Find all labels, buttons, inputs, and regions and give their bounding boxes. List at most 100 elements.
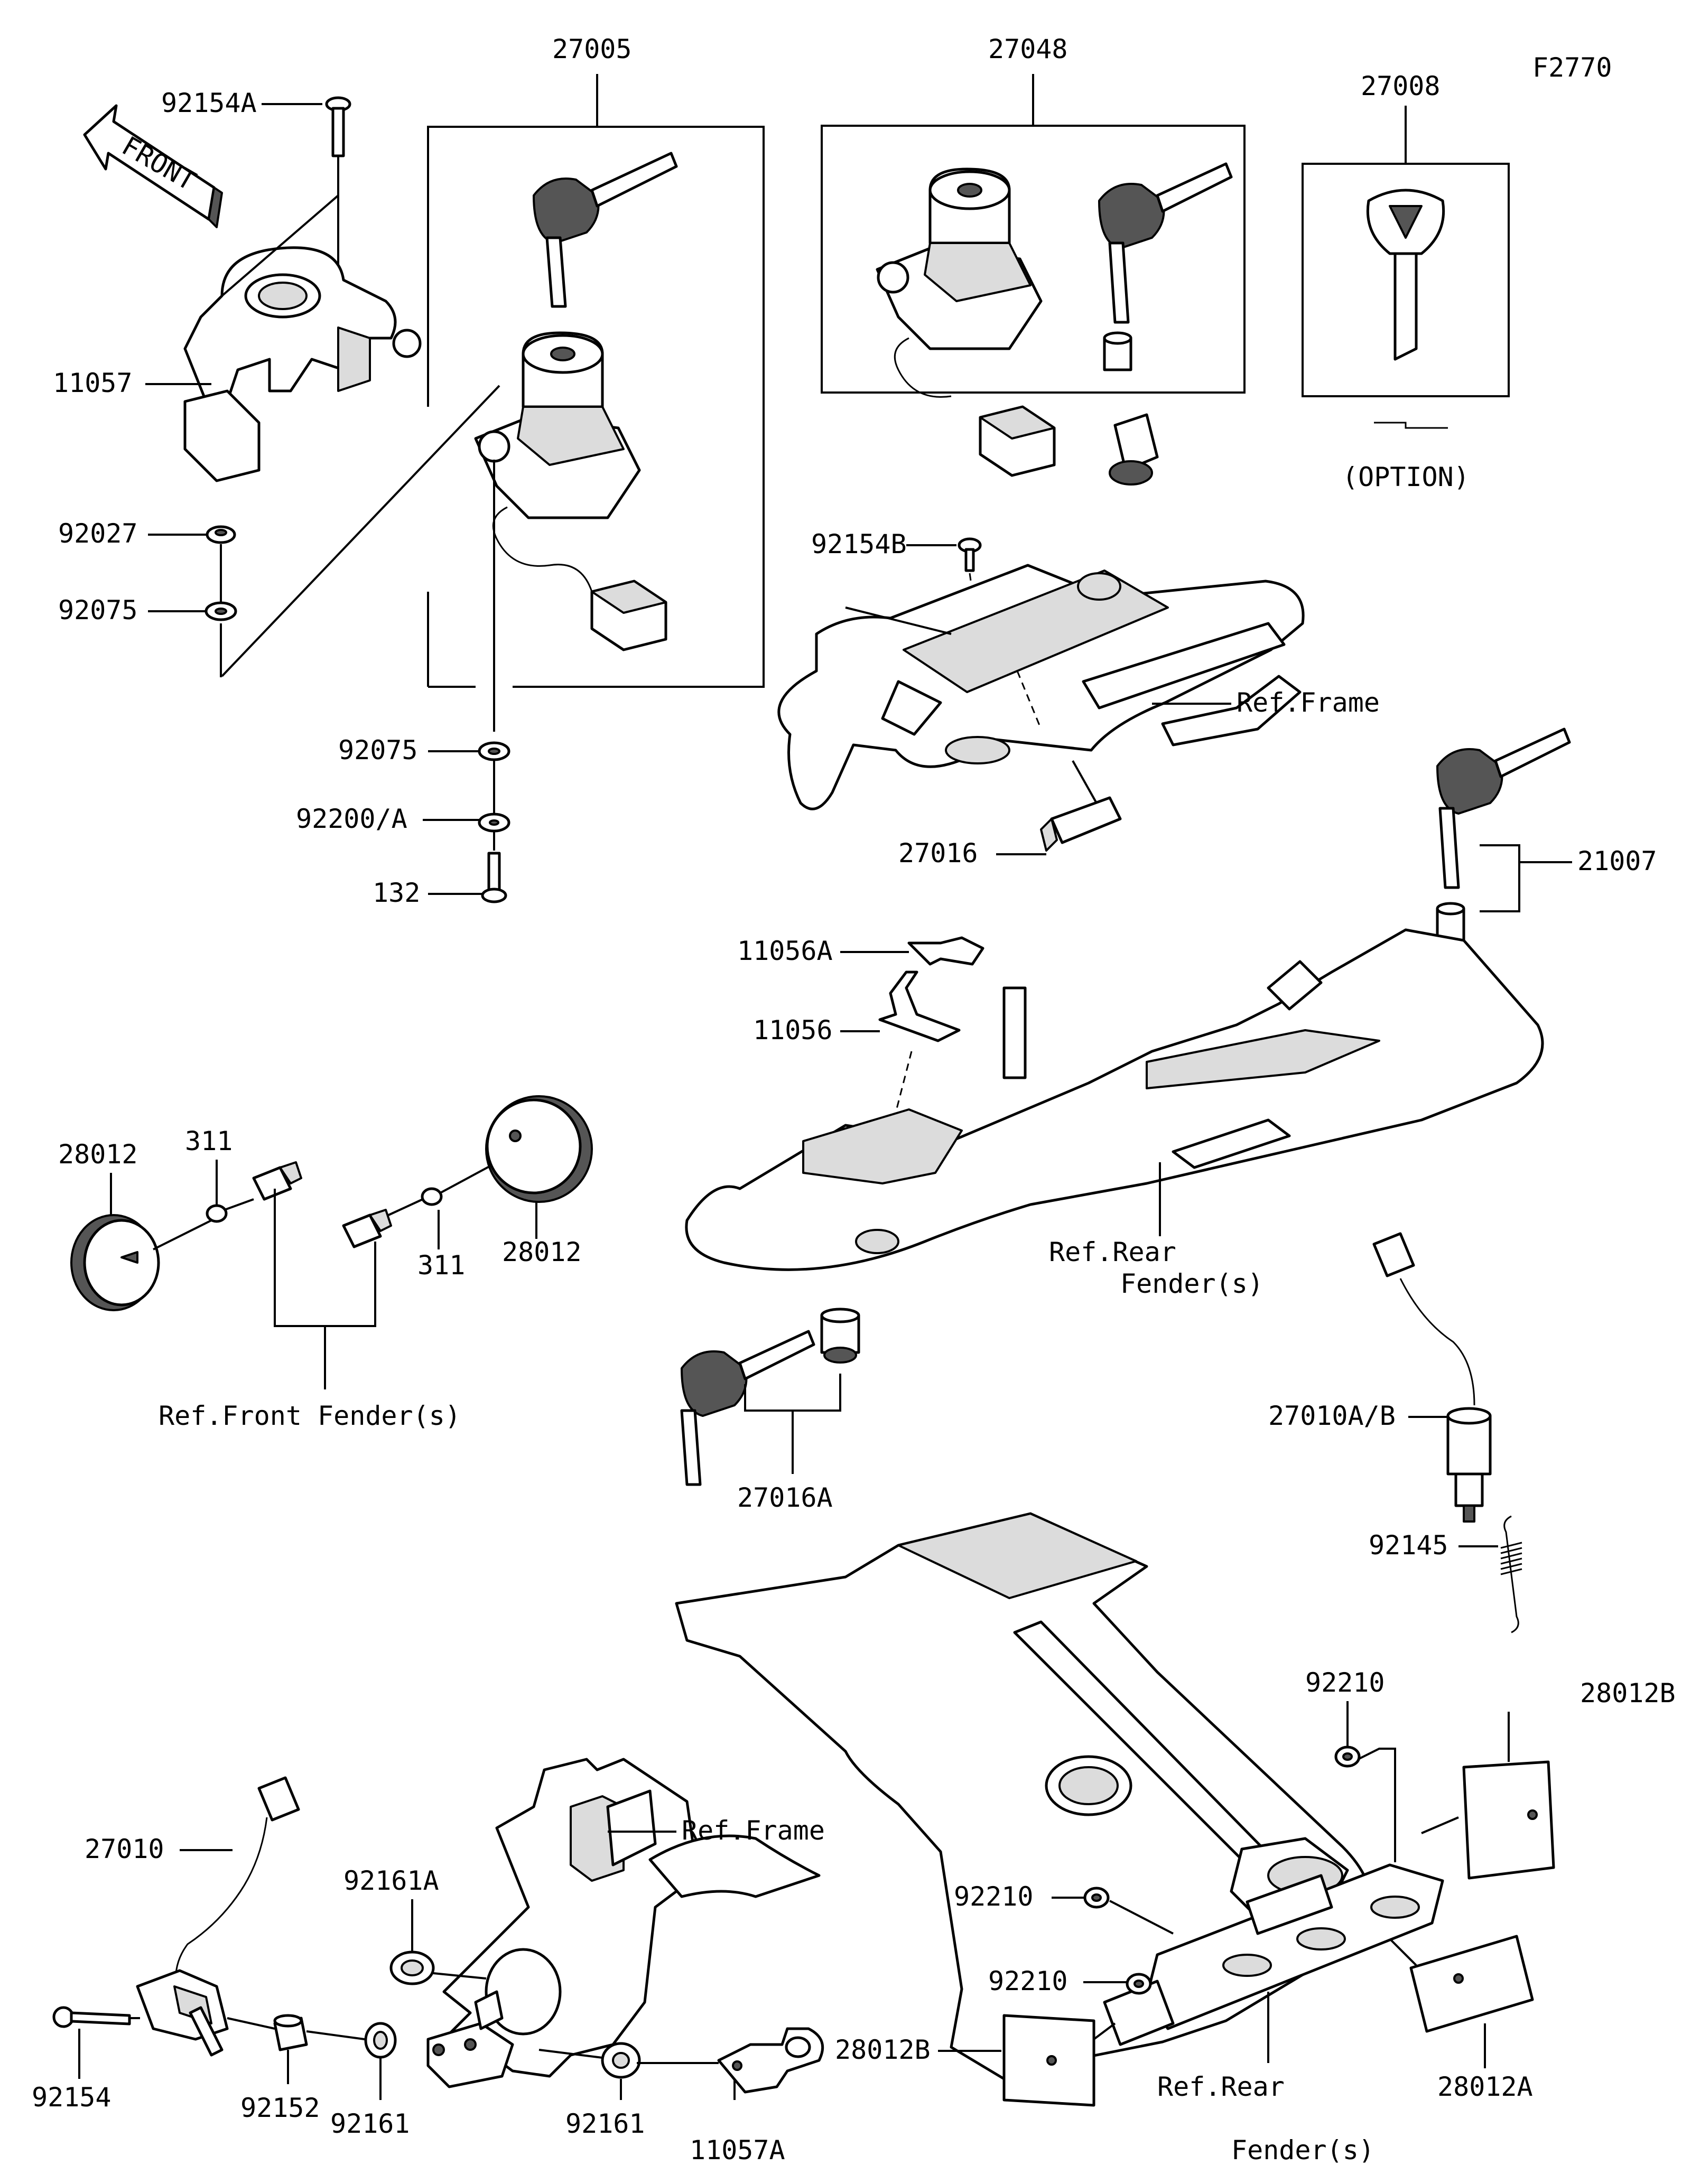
label-92075-top: 92075 [58, 595, 138, 626]
connector-icon [1372, 1232, 1415, 1277]
label-11056: 11056 [753, 1015, 833, 1046]
label-27010: 27010 [85, 1834, 164, 1864]
key-icon [680, 1330, 815, 1486]
label-92154B: 92154B [811, 529, 907, 559]
label-92152: 92152 [240, 2093, 320, 2123]
label-92145: 92145 [1369, 1530, 1448, 1561]
side-stand-switch-group: 27010 92154 92152 92161 [32, 1758, 825, 2166]
label-27010AB: 27010A/B [1268, 1401, 1396, 1431]
front-arrow-icon: FRONT [83, 104, 223, 228]
nut-icon [1083, 1887, 1110, 1909]
switch-cover-group: 92154A 11057 92027 92075 [53, 88, 500, 677]
label-ref-frame-bottom: Ref.Frame [682, 1815, 825, 1846]
reflector-icon [70, 1214, 160, 1311]
stud-icon [342, 1209, 392, 1248]
seat-switch-group: 27010A/B 92145 [1268, 1232, 1522, 1634]
key-icon [533, 152, 678, 308]
grommet-icon [205, 601, 237, 621]
bolt-icon [52, 2006, 131, 2028]
label-11057A: 11057A [690, 2135, 785, 2166]
label-27016A: 27016A [737, 1482, 833, 1513]
frame-lower-icon [426, 1758, 821, 2088]
side-stand-switch-icon [136, 1969, 229, 2057]
label-92210-mid: 92210 [954, 1881, 1034, 1912]
label-92075-lower: 92075 [338, 735, 418, 766]
label-92154: 92154 [32, 2082, 112, 2113]
key-icon [1436, 727, 1571, 889]
rear-fender-icon [685, 928, 1544, 1271]
collar-icon [206, 525, 236, 544]
label-28012A: 28012A [1437, 2071, 1533, 2102]
label-92210-top: 92210 [1305, 1667, 1385, 1698]
rear-fender-lower-icon [675, 1512, 1444, 2080]
nut-icon [1126, 1973, 1152, 1995]
reflector-icon [1409, 1935, 1534, 2033]
collar-icon [273, 2014, 308, 2051]
label-ref-rear-fender-mid-1: Ref.Rear [1049, 1237, 1176, 1267]
switch-icon [1446, 1407, 1492, 1523]
clip-icon [907, 936, 984, 966]
reflector-icon [485, 1095, 593, 1203]
label-ref-rear-fender-bottom-2: Fender(s) [1231, 2135, 1374, 2166]
bolt-icon [958, 537, 982, 572]
label-92161-right: 92161 [565, 2108, 645, 2139]
label-ref-rear-fender-bottom-1: Ref.Rear [1157, 2071, 1285, 2102]
label-27008: 27008 [1361, 71, 1441, 101]
bracket-icon [878, 970, 961, 1042]
grommet-icon [478, 741, 510, 761]
bushing-icon [389, 1950, 435, 1985]
label-311-right: 311 [417, 1250, 465, 1281]
nut-icon [206, 1204, 228, 1223]
stud-icon [252, 1161, 302, 1201]
lock-cylinder-icon [1436, 902, 1465, 942]
frame-seat-rail-group: 92154B Ref.Frame 27016 [777, 529, 1380, 869]
label-92210-low: 92210 [988, 1966, 1068, 1996]
switch-kit-group: 27048 [821, 34, 1246, 486]
label-92161-left: 92161 [330, 2108, 410, 2139]
label-27048: 27048 [988, 34, 1068, 64]
screw-icon [481, 852, 507, 903]
switch-mount-hardware: 92075 92200/A 132 [296, 735, 510, 908]
bracket-icon [717, 2027, 824, 2094]
label-92161A: 92161A [343, 1865, 439, 1896]
label-92200A: 92200/A [296, 804, 407, 834]
frame-icon [777, 564, 1305, 810]
option-key-group: 27008 (OPTION) [1302, 71, 1510, 492]
figure-code: F2770 [1532, 52, 1612, 83]
label-28012-right: 28012 [502, 1237, 582, 1267]
latch-icon [1040, 796, 1122, 852]
spring-icon [1500, 1515, 1522, 1634]
label-27016: 27016 [898, 838, 978, 869]
switch-cover-icon [183, 246, 422, 482]
label-28012B-top: 28012B [1580, 1678, 1676, 1709]
label-92027: 92027 [58, 518, 138, 549]
bushing-icon [601, 2042, 641, 2079]
key-set-group: 21007 [1436, 727, 1657, 942]
label-92154A: 92154A [161, 88, 257, 118]
ignition-switch-icon [474, 331, 667, 651]
label-ref-rear-fender-mid-2: Fender(s) [1120, 1268, 1263, 1299]
nut-icon [421, 1187, 443, 1206]
rear-fender-reflector-group: 92210 28012B 92210 92210 [675, 1512, 1676, 2166]
ignition-switch-group: 27005 [427, 34, 765, 732]
key-icon [1098, 162, 1233, 324]
washer-icon [478, 813, 510, 833]
label-28012B-bottom: 28012B [835, 2034, 931, 2065]
connector-icon [257, 1776, 300, 1822]
label-ref-front-fender: Ref.Front Fender(s) [159, 1401, 461, 1431]
label-132: 132 [373, 878, 420, 908]
label-11057: 11057 [53, 368, 133, 398]
label-27005: 27005 [552, 34, 632, 64]
reflector-icon [1462, 1760, 1555, 1880]
nut-icon [1334, 1746, 1361, 1768]
blank-key-icon [1366, 189, 1448, 429]
lock-cylinder-icon [1103, 331, 1159, 486]
label-311-left: 311 [185, 1126, 233, 1156]
label-11056A: 11056A [737, 936, 833, 966]
seat-lock-group: 27016A [680, 1308, 860, 1513]
lock-cylinder-icon [820, 1308, 860, 1364]
label-21007: 21007 [1577, 846, 1657, 876]
bolt-icon [325, 96, 351, 157]
front-reflector-group: 28012 311 311 [58, 1095, 593, 1431]
